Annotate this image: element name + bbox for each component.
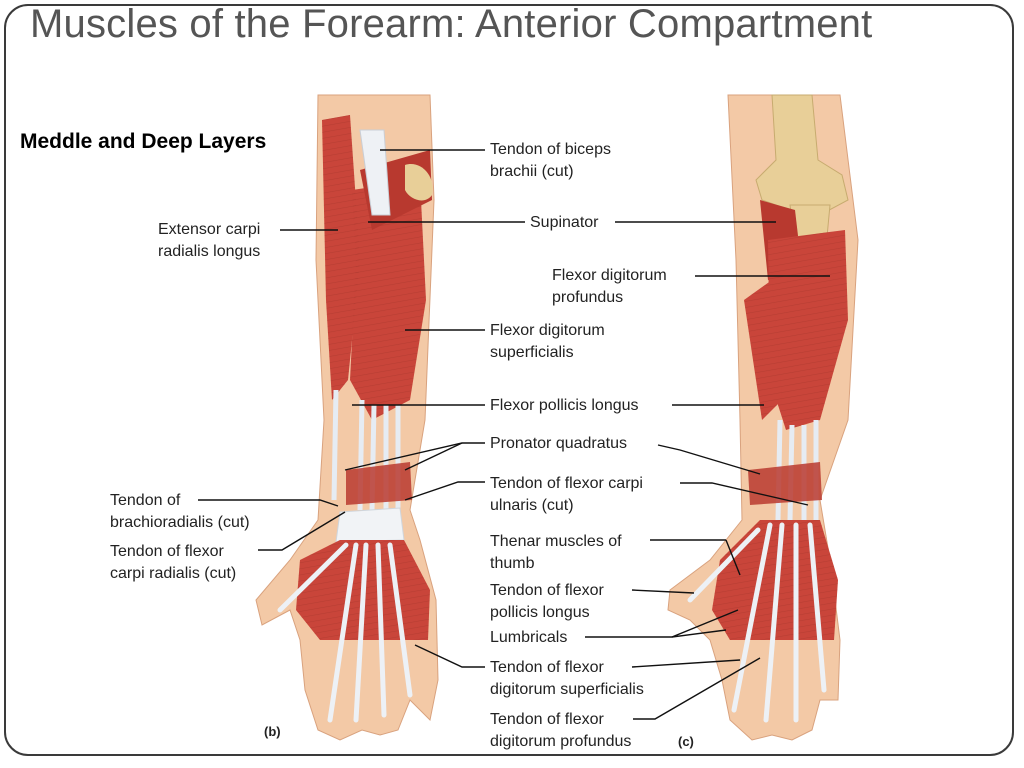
biceps-tendon-b	[359, 129, 391, 216]
label-ecrl-2: radialis longus	[158, 243, 260, 260]
retinaculum-b	[335, 507, 405, 543]
label-lumbricals: Lumbricals	[490, 629, 567, 646]
label-tfdp-2: digitorum profundus	[490, 733, 631, 750]
slide-subtitle: Meddle and Deep Layers	[20, 130, 267, 153]
label-ecrl-1: Extensor carpi	[158, 221, 260, 238]
label-fds-1: Flexor digitorum	[490, 322, 605, 339]
panel-label-b: (b)	[264, 724, 281, 739]
label-biceps-tendon-1: Tendon of biceps	[490, 141, 611, 158]
pronator-quadratus-c	[748, 462, 822, 505]
label-tfds-1: Tendon of flexor	[490, 659, 605, 676]
pronator-quadratus-b	[346, 462, 412, 505]
label-brachioradialis-1: Tendon of	[110, 492, 181, 509]
leader-lines	[198, 149, 830, 720]
slide-frame	[4, 4, 1014, 756]
elbow-bone-b	[405, 164, 433, 201]
label-fcu-1: Tendon of flexor carpi	[490, 475, 643, 492]
label-tfpl-2: pollicis longus	[490, 604, 590, 621]
finger-tendons-b	[277, 542, 413, 723]
label-biceps-tendon-2: brachii (cut)	[490, 163, 574, 180]
label-tfdp-1: Tendon of flexor	[490, 711, 605, 728]
label-fpl: Flexor pollicis longus	[490, 397, 639, 414]
label-fcr-1: Tendon of flexor	[110, 543, 225, 560]
panel-label-c: (c)	[678, 734, 694, 749]
label-brachioradialis-2: brachioradialis (cut)	[110, 514, 250, 531]
label-tfds-2: digitorum superficialis	[490, 681, 644, 698]
label-fdp-2: profundus	[552, 289, 623, 306]
label-thenar-1: Thenar muscles of	[490, 533, 622, 550]
labels: Tendon of biceps brachii (cut) Supinator…	[110, 141, 694, 750]
label-thenar-2: thumb	[490, 555, 535, 572]
label-supinator: Supinator	[530, 214, 599, 231]
finger-tendons-c	[687, 522, 827, 723]
forearm-b-illustration	[255, 94, 439, 741]
label-fcu-2: ulnaris (cut)	[490, 497, 574, 514]
forearm-c-illustration	[667, 94, 859, 741]
label-fds-2: superficialis	[490, 344, 574, 361]
label-fcr-2: carpi radialis (cut)	[110, 565, 236, 582]
label-pronator-quadratus: Pronator quadratus	[490, 435, 627, 452]
label-tfpl-1: Tendon of flexor	[490, 582, 605, 599]
slide-title: Muscles of the Forearm: Anterior Compart…	[30, 2, 873, 46]
label-fdp-1: Flexor digitorum	[552, 267, 667, 284]
